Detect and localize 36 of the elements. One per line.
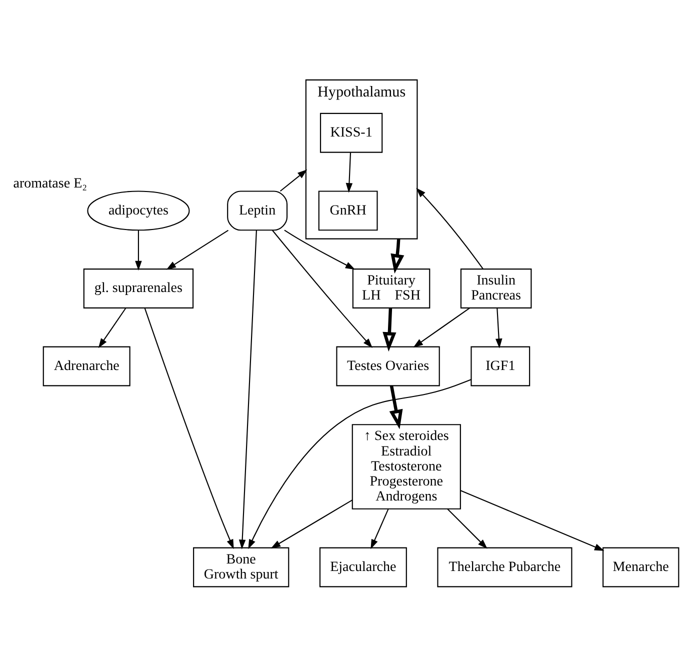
arrow [389, 386, 403, 430]
node-box: GnRH [318, 190, 378, 231]
arrow [166, 230, 229, 270]
arrow [416, 188, 484, 270]
arrow [238, 230, 257, 550]
arrow [370, 508, 389, 550]
arrow [413, 308, 470, 348]
arrow [272, 230, 372, 348]
node-box: Testes Ovaries [336, 346, 440, 386]
node-box: gl. suprarenales [83, 268, 194, 308]
node-box: Adrenarche [42, 346, 130, 386]
node-box: KISS-1 [320, 112, 383, 153]
node-box: Insulin Pancreas [460, 268, 532, 308]
node-box: Bone Growth spurt [193, 547, 290, 588]
node-label: aromatase E₂ [13, 175, 88, 192]
node-box: Ejacularche [319, 547, 407, 588]
arrow [447, 508, 488, 549]
arrow [460, 490, 604, 551]
arrow [248, 379, 472, 550]
node-ellipse: adipocytes [87, 190, 190, 231]
node-box: Menarche [602, 547, 680, 588]
node-box: ↑ Sex steroides Estradiol Testosterone Progesterone Androgens [352, 424, 461, 510]
node-box: Thelarche Pubarche [437, 547, 572, 588]
arrow [135, 230, 142, 271]
arrow [382, 308, 396, 352]
arrow [280, 169, 308, 192]
arrow [284, 230, 356, 270]
arrow [390, 238, 404, 274]
node-box: IGF1 [470, 346, 530, 386]
arrow [346, 152, 353, 193]
arrow [144, 308, 234, 550]
arrow [270, 500, 353, 548]
node-box: Leptin [227, 190, 288, 231]
arrow [98, 308, 126, 348]
node-box: Pituitary LH FSH [352, 268, 430, 308]
arrow [495, 308, 502, 348]
